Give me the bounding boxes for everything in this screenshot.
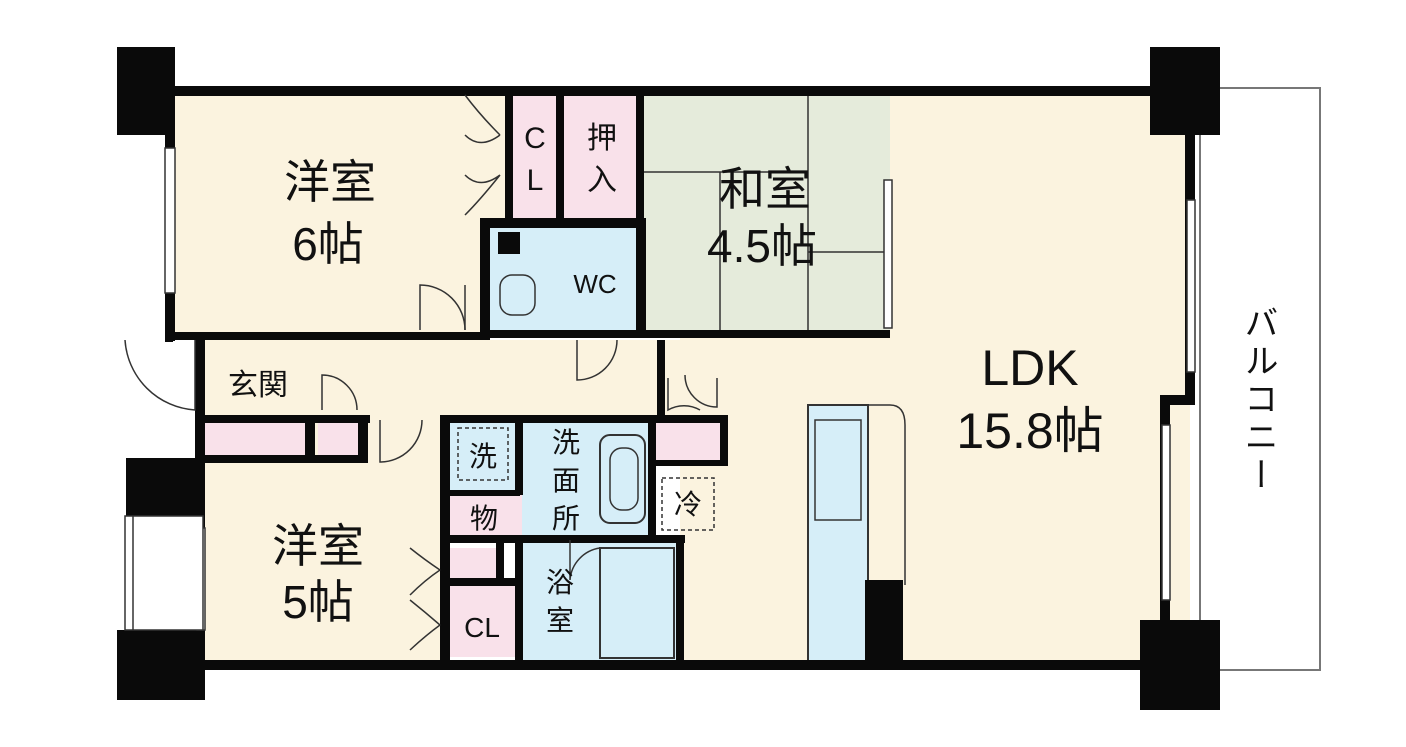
windows: [124, 147, 1196, 631]
western2-name: 洋室: [272, 520, 364, 572]
toilet: [499, 274, 536, 316]
western1-size: 6帖: [292, 218, 364, 270]
pantry-fill: [655, 422, 723, 464]
shoe-closet2-fill: [318, 420, 358, 455]
closet1-line2: L: [527, 164, 544, 197]
storage-name: 物: [470, 503, 498, 534]
shoe-closet-fill: [205, 420, 305, 455]
bath-line1: 浴: [546, 567, 574, 598]
closet1-fill: [512, 92, 558, 218]
washroom-line3: 所: [552, 503, 580, 534]
pillars: [117, 47, 1220, 710]
ldk-name: LDK: [981, 340, 1078, 396]
oshiire-line2: 入: [587, 164, 617, 197]
bathtub: [599, 547, 675, 659]
kitchen-pillar: [865, 580, 903, 662]
oshiire-line1: 押: [587, 122, 617, 155]
kitchen-counter-edge: [868, 404, 906, 585]
closet2-upper-fill: [450, 548, 496, 580]
closet2-name: CL: [464, 612, 500, 643]
kitchen-sink: [814, 419, 862, 521]
wc-name: WC: [573, 269, 616, 299]
room-ldk-fill: [890, 92, 1190, 667]
western2-size: 5帖: [282, 576, 354, 628]
tatami-lines: [642, 92, 890, 330]
closet2-fill: [450, 585, 518, 657]
washer-box: [457, 427, 509, 481]
washroom-line1: 洗: [552, 427, 580, 458]
washbasin-bowl: [609, 447, 639, 511]
fridge-name: 冷: [674, 489, 702, 520]
western1-name: 洋室: [284, 156, 376, 208]
closet1-line1: C: [524, 122, 546, 155]
washer-name: 洗: [469, 441, 497, 472]
storage-fill: [450, 495, 522, 537]
ldk-size: 15.8帖: [956, 403, 1103, 459]
japanese-name: 和室: [719, 163, 811, 215]
fridge-box: [661, 477, 715, 531]
room-japanese-fill: [642, 92, 890, 332]
hallway-fill: [200, 340, 680, 420]
balcony-label: バルコニー: [1239, 305, 1277, 495]
entrance-name: 玄関: [228, 369, 288, 402]
oshiire-fill: [564, 92, 640, 218]
room-western1-fill: [170, 92, 510, 332]
bath-line2: 室: [546, 605, 574, 636]
japanese-size: 4.5帖: [707, 220, 817, 272]
balcony: [1199, 87, 1321, 671]
doors: [124, 94, 718, 651]
washroom-line2: 面: [552, 465, 580, 496]
